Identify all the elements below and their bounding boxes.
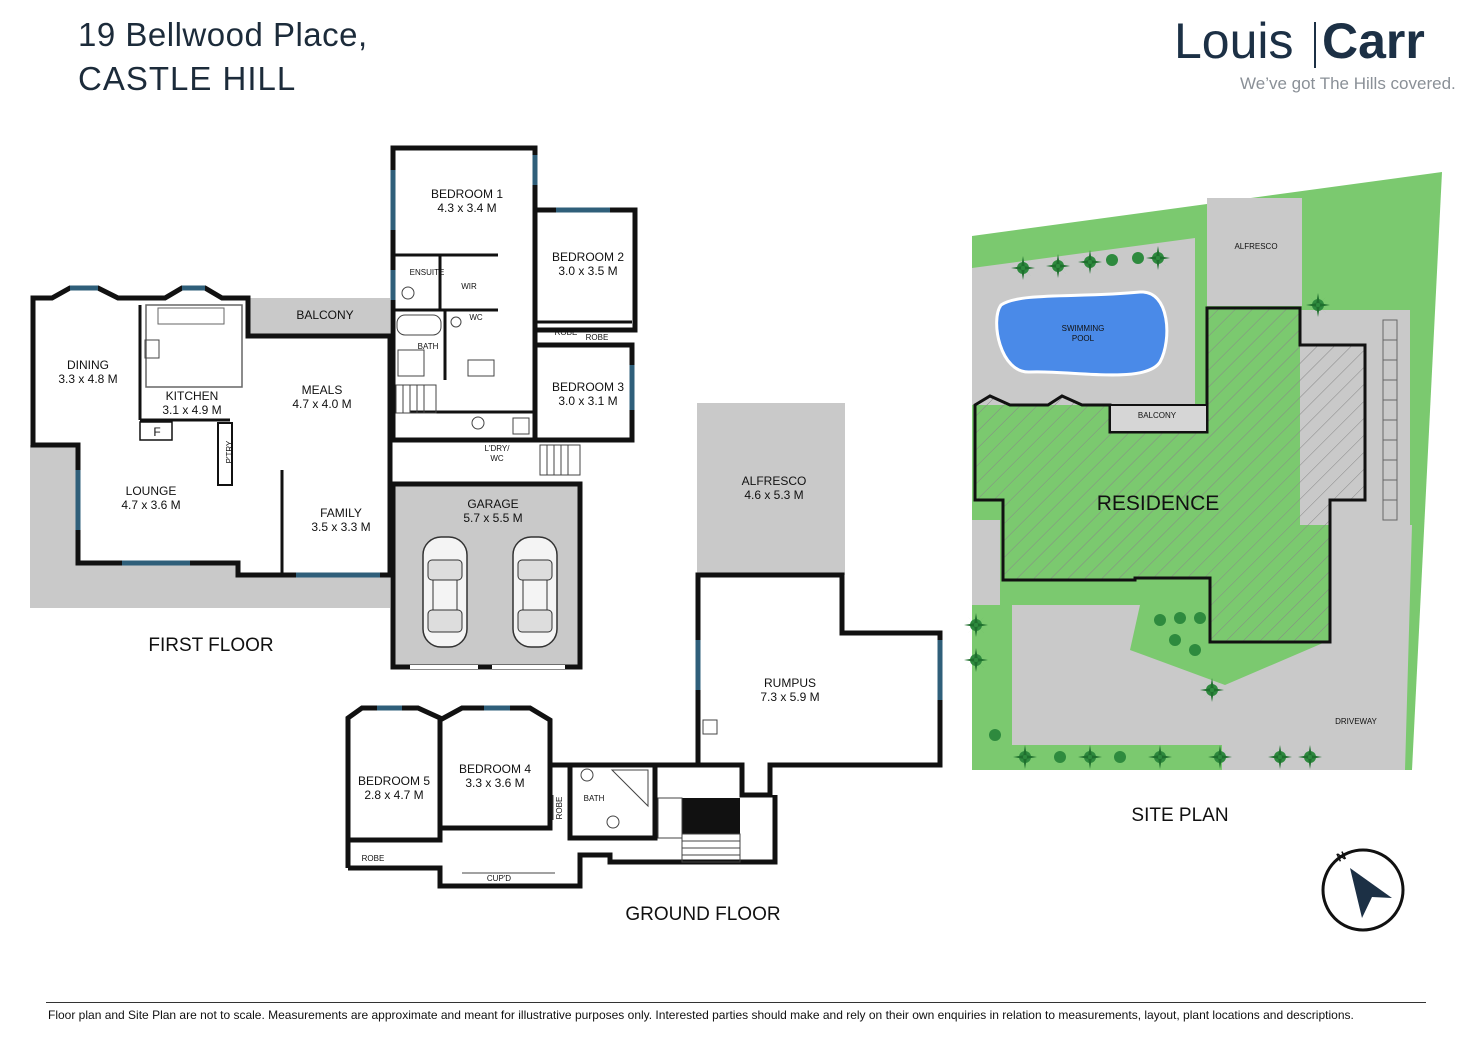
logo-text-carr: Carr [1322, 13, 1425, 69]
pool-label-line2: POOL [1072, 334, 1095, 343]
bedroom-4-label: BEDROOM 4 [459, 762, 531, 776]
site-stairs [1382, 319, 1398, 521]
address-suburb: CASTLE HILL [78, 60, 297, 97]
site-plan: ALFRESCO SWIMMING POOL BALCONY RESIDENCE… [964, 172, 1442, 932]
driveway-label: DRIVEWAY [1335, 717, 1377, 726]
garage-label: GARAGE [467, 497, 518, 511]
meals-label: MEALS [302, 383, 343, 397]
robe-label-b: ROBE [586, 333, 609, 342]
ground-robe-label-b: ROBE [362, 854, 385, 863]
logo-text-louis: Louis [1174, 13, 1294, 69]
louis-carr-logo: Louis Carr We’ve got The Hills covered. [1172, 12, 1462, 102]
north-compass-icon: N [1321, 848, 1405, 932]
bedroom-3-label: BEDROOM 3 [552, 380, 624, 394]
bedroom-4-walls [437, 705, 553, 831]
family-label: FAMILY [320, 506, 362, 520]
first-floor-title: FIRST FLOOR [148, 635, 273, 656]
bedroom-4-size: 3.3 x 3.6 M [465, 776, 524, 790]
site-alfresco-label: ALFRESCO [1234, 242, 1277, 251]
driveway-area [972, 520, 1412, 770]
lounge-label: LOUNGE [126, 484, 177, 498]
garage-car-left [422, 536, 468, 648]
residence-footprint [973, 306, 1367, 644]
rumpus-walls [695, 572, 943, 798]
logo-tagline: We’ve got The Hills covered. [1240, 74, 1456, 93]
ensuite-label: ENSUITE [410, 268, 445, 277]
laundry-label: L'DRY/ [485, 444, 511, 453]
site-plan-title: SITE PLAN [1131, 805, 1228, 826]
robe-label-a: ROBE [555, 328, 578, 337]
garage-walls [390, 481, 583, 670]
bedroom-2-size: 3.0 x 3.5 M [558, 264, 617, 278]
rumpus-size: 7.3 x 5.9 M [760, 690, 819, 704]
pantry-label: P'TRY [225, 440, 234, 463]
wir-label: WIR [461, 282, 477, 291]
first-floor-plan: BALCONY DINING 3.3 x 4.8 M KITCHEN 3.1 x… [30, 145, 638, 670]
site-plants [964, 246, 1330, 769]
bedroom-1-size: 4.3 x 3.4 M [437, 201, 496, 215]
dining-size: 3.3 x 4.8 M [58, 372, 117, 386]
lounge-size: 4.7 x 3.6 M [121, 498, 180, 512]
fridge-label: F [153, 425, 160, 439]
alfresco-area [697, 403, 845, 575]
garage-car-right [512, 536, 558, 648]
balcony-area [248, 298, 390, 336]
disclaimer-text: Floor plan and Site Plan are not to scal… [48, 1008, 1354, 1022]
bedroom-3-size: 3.0 x 3.1 M [558, 394, 617, 408]
dining-label: DINING [67, 358, 109, 372]
alfresco-size: 4.6 x 5.3 M [744, 488, 803, 502]
site-balcony-label: BALCONY [1138, 411, 1177, 420]
meals-size: 4.7 x 4.0 M [292, 397, 351, 411]
swimming-pool [995, 290, 1169, 377]
site-alfresco-area [1207, 198, 1302, 306]
ground-bath-label: BATH [584, 794, 605, 803]
wc-label: WC [469, 313, 483, 322]
ground-robe-label-a: ROBE [555, 797, 564, 820]
logo-divider [1314, 22, 1316, 68]
cupboard-label: CUP'D [487, 874, 511, 883]
footer-divider [46, 1002, 1426, 1003]
pool-label-line1: SWIMMING [1062, 324, 1105, 333]
address-line-1: 19 Bellwood Place, [78, 16, 368, 53]
family-size: 3.5 x 3.3 M [311, 520, 370, 534]
residence-label: RESIDENCE [1097, 492, 1220, 515]
bedroom-2-walls [532, 207, 638, 333]
balcony-label: BALCONY [296, 308, 353, 322]
alfresco-label: ALFRESCO [742, 474, 807, 488]
bath-label: BATH [418, 342, 439, 351]
kitchen-size: 3.1 x 4.9 M [162, 403, 221, 417]
rumpus-label: RUMPUS [764, 676, 816, 690]
bedroom-5-label: BEDROOM 5 [358, 774, 430, 788]
garage-size: 5.7 x 5.5 M [463, 511, 522, 525]
ground-floor-plan: ALFRESCO 4.6 x 5.3 M RUMPUS 7.3 x 5.9 M … [345, 403, 943, 925]
bedroom-1-label: BEDROOM 1 [431, 187, 503, 201]
bedroom-2-label: BEDROOM 2 [552, 250, 624, 264]
first-floor-windows [70, 155, 635, 578]
ground-floor-title: GROUND FLOOR [625, 904, 780, 925]
kitchen-label: KITCHEN [166, 389, 219, 403]
laundry-wc-label: WC [490, 454, 504, 463]
stair-void [682, 798, 740, 834]
bedroom-5-size: 2.8 x 4.7 M [364, 788, 423, 802]
ground-floor-windows [377, 640, 943, 711]
site-balcony [1109, 404, 1208, 433]
